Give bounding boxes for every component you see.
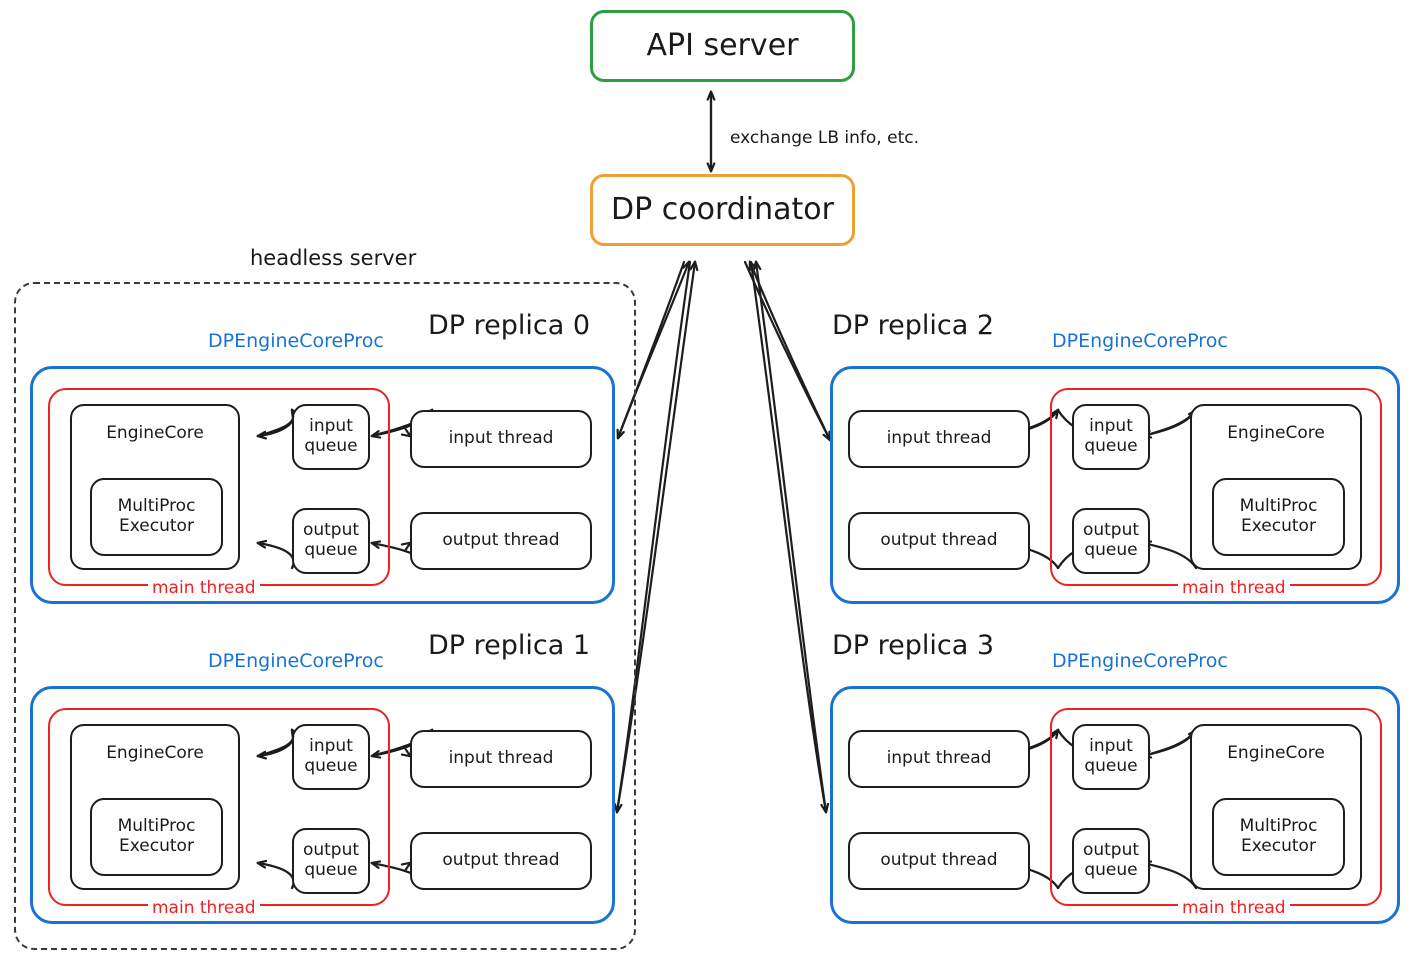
dp-replica-0-multiproc-executor[interactable]: MultiProc Executor — [90, 478, 223, 556]
dp-replica-0-input-queue[interactable]: input queue — [292, 404, 370, 470]
arrow-coordinator-replica-2 — [743, 262, 830, 440]
dp-replica-2-input-queue[interactable]: input queue — [1072, 404, 1150, 470]
dp-replica-3-heading: DP replica 3 — [832, 630, 995, 661]
dp-replica-0-heading: DP replica 0 — [428, 310, 591, 341]
exchange-lb-info-label: exchange LB info, etc. — [730, 128, 919, 148]
api-server-node[interactable]: API server — [590, 10, 855, 82]
dp-replica-0-input-thread[interactable]: input thread — [410, 410, 592, 468]
dp-replica-3-input-queue[interactable]: input queue — [1072, 724, 1150, 790]
dp-replica-3-proc-label: DPEngineCoreProc — [1052, 650, 1228, 672]
dp-replica-2-output-queue[interactable]: output queue — [1072, 508, 1150, 574]
dp-replica-1-input-thread[interactable]: input thread — [410, 730, 592, 788]
dp-replica-0-proc-label: DPEngineCoreProc — [208, 330, 384, 352]
dp-replica-3-multiproc-executor[interactable]: MultiProc Executor — [1212, 798, 1345, 876]
headless-server-label: headless server — [250, 246, 417, 270]
arrow-coordinator-replica-0 — [618, 262, 689, 438]
arrow-coordinator-replica-1 — [617, 262, 695, 812]
dp-replica-2-multiproc-executor[interactable]: MultiProc Executor — [1212, 478, 1345, 556]
dp-replica-1-multiproc-executor[interactable]: MultiProc Executor — [90, 798, 223, 876]
dp-replica-3-output-thread[interactable]: output thread — [848, 832, 1030, 890]
dp-replica-1-output-thread[interactable]: output thread — [410, 832, 592, 890]
dp-replica-1-input-queue[interactable]: input queue — [292, 724, 370, 790]
dp-replica-1-main-thread-label: main thread — [148, 898, 260, 918]
dp-replica-0-output-queue[interactable]: output queue — [292, 508, 370, 574]
dp-coordinator-node[interactable]: DP coordinator — [590, 174, 855, 246]
dp-replica-1-heading: DP replica 1 — [428, 630, 591, 661]
dp-replica-2-input-thread[interactable]: input thread — [848, 410, 1030, 468]
dp-replica-1-output-queue[interactable]: output queue — [292, 828, 370, 894]
dp-replica-1-proc-label: DPEngineCoreProc — [208, 650, 384, 672]
dp-replica-3-output-queue[interactable]: output queue — [1072, 828, 1150, 894]
dp-replica-2-proc-label: DPEngineCoreProc — [1052, 330, 1228, 352]
dp-replica-3-main-thread-label: main thread — [1178, 898, 1290, 918]
dp-replica-0-main-thread-label: main thread — [148, 578, 260, 598]
dp-replica-2-heading: DP replica 2 — [832, 310, 995, 341]
dp-replica-3-input-thread[interactable]: input thread — [848, 730, 1030, 788]
dp-replica-0-output-thread[interactable]: output thread — [410, 512, 592, 570]
dp-replica-2-main-thread-label: main thread — [1178, 578, 1290, 598]
dp-replica-2-output-thread[interactable]: output thread — [848, 512, 1030, 570]
arrow-coordinator-replica-3 — [749, 262, 826, 812]
